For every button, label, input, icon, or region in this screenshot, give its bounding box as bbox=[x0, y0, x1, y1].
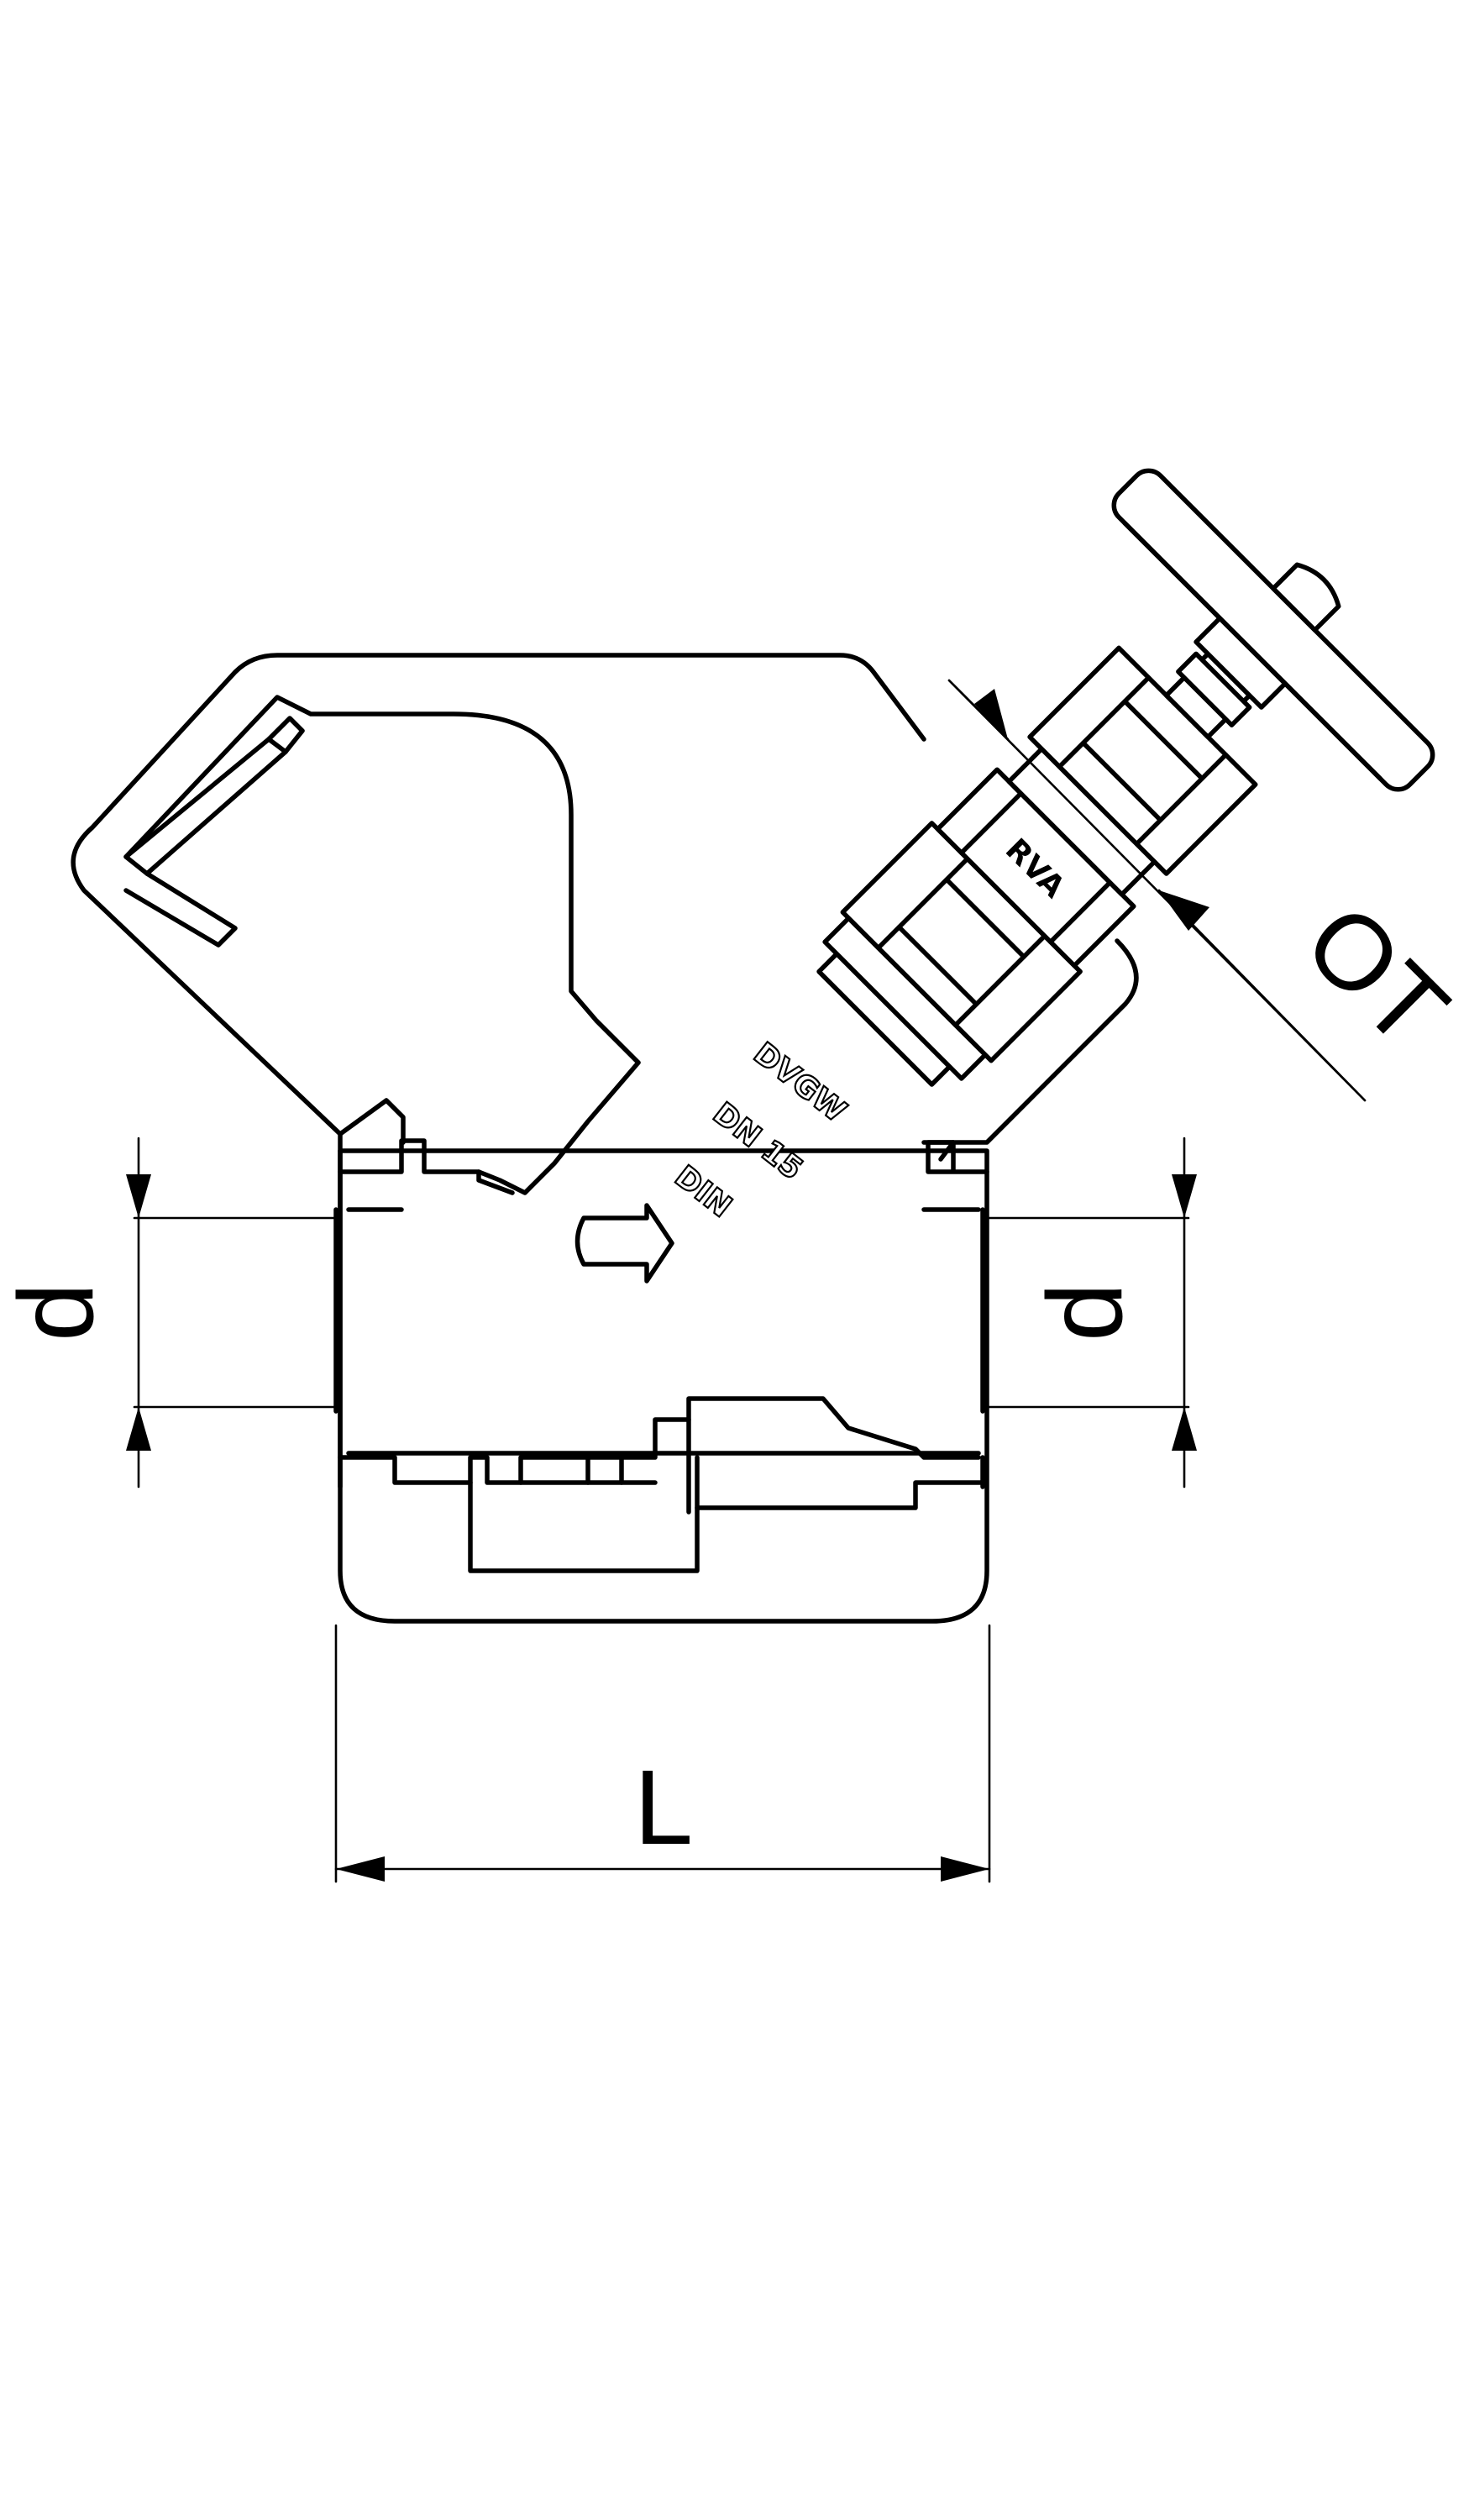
dim-label-outer-thread: OT bbox=[1283, 881, 1469, 1068]
dimension-length: L bbox=[334, 1624, 991, 1883]
dimension-d-left: d bbox=[0, 1137, 338, 1488]
body-markings: DVGW DN 15 DIN bbox=[574, 1036, 853, 1284]
marking-dvgw: DVGW bbox=[747, 1037, 852, 1130]
dim-label-d-right: d bbox=[1026, 1283, 1144, 1341]
valve-body bbox=[333, 1138, 989, 1624]
dimension-d-right: d bbox=[985, 1137, 1197, 1488]
flow-arrow-icon bbox=[574, 1203, 674, 1284]
bonnet-assembly: RVA bbox=[816, 468, 1435, 1087]
dim-label-d-left: d bbox=[0, 1283, 115, 1341]
angled-housing bbox=[71, 653, 1139, 1195]
marking-din: DIN bbox=[669, 1159, 738, 1225]
marking-dn: DN 15 bbox=[706, 1096, 809, 1187]
dim-label-length: L bbox=[634, 1748, 693, 1866]
